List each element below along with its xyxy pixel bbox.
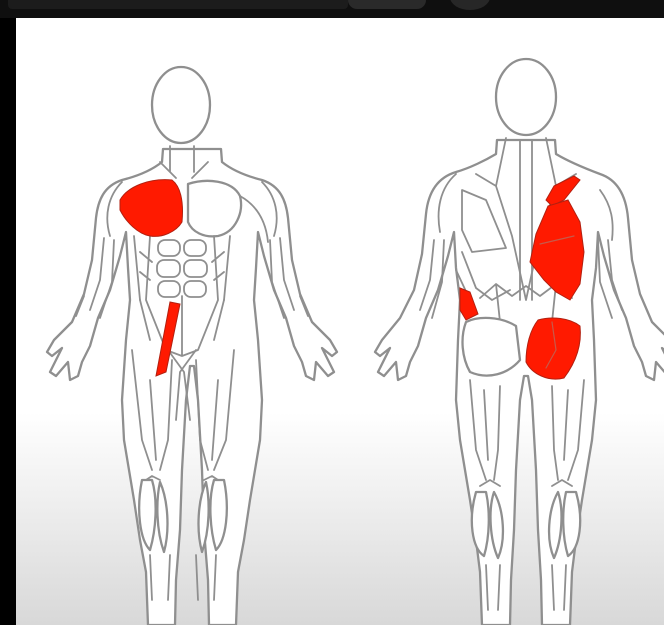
front-body (45, 65, 339, 625)
right-side (459, 287, 479, 321)
abs-4 (183, 259, 208, 278)
abs-3 (156, 259, 181, 278)
back-knee-lines (479, 479, 573, 487)
back-silhouette (373, 138, 664, 625)
front-calf-inner-left (156, 480, 169, 554)
front-calf-inner-right (197, 480, 210, 554)
front-calf-left (138, 478, 157, 552)
front-oblique-lines (133, 235, 231, 301)
muscle-diagram-panel (16, 18, 664, 625)
abs-6 (183, 280, 207, 298)
back-calf-right-inner (547, 490, 563, 560)
front-head (150, 65, 212, 145)
front-knee-lines (145, 475, 219, 481)
address-bar[interactable] (8, 0, 348, 9)
neck-line (159, 145, 209, 179)
abs-1 (157, 239, 181, 257)
back-scapula-left (461, 189, 507, 253)
back-thigh-lines (469, 379, 585, 481)
left-glute (525, 317, 581, 380)
front-calf-right (209, 478, 228, 552)
abs-5 (157, 280, 181, 298)
front-sartorius (167, 349, 197, 421)
front-shoulder-lines (106, 181, 278, 243)
left-edge-bar (0, 18, 16, 625)
left-shoulder (545, 175, 581, 207)
left-glute-seam (545, 321, 557, 369)
toolbar-round-button[interactable] (450, 0, 490, 10)
front-thigh-lines (131, 349, 235, 471)
right-chest (119, 179, 183, 237)
back-glute-right (461, 316, 522, 377)
front-abdomen-lines (139, 235, 225, 357)
browser-top-bar (0, 0, 664, 18)
back-calf-right-outer (562, 490, 582, 558)
muscle-diagram (45, 57, 664, 625)
back-body (373, 57, 664, 625)
toolbar-button[interactable] (348, 0, 426, 9)
back-calf-left-outer (470, 490, 490, 558)
front-shin-lines (149, 554, 217, 601)
front-arm-lines (75, 237, 309, 319)
left-back (529, 199, 585, 301)
back-head (494, 57, 558, 137)
left-back-seam (539, 235, 575, 245)
left-chest (186, 179, 243, 238)
back-shoulder-lines (419, 173, 623, 319)
back-calf-left-inner (489, 490, 505, 560)
left-abdomen (155, 301, 181, 377)
back-ankle-lines (485, 564, 567, 611)
abs-2 (183, 239, 207, 257)
back-spine (519, 139, 533, 301)
